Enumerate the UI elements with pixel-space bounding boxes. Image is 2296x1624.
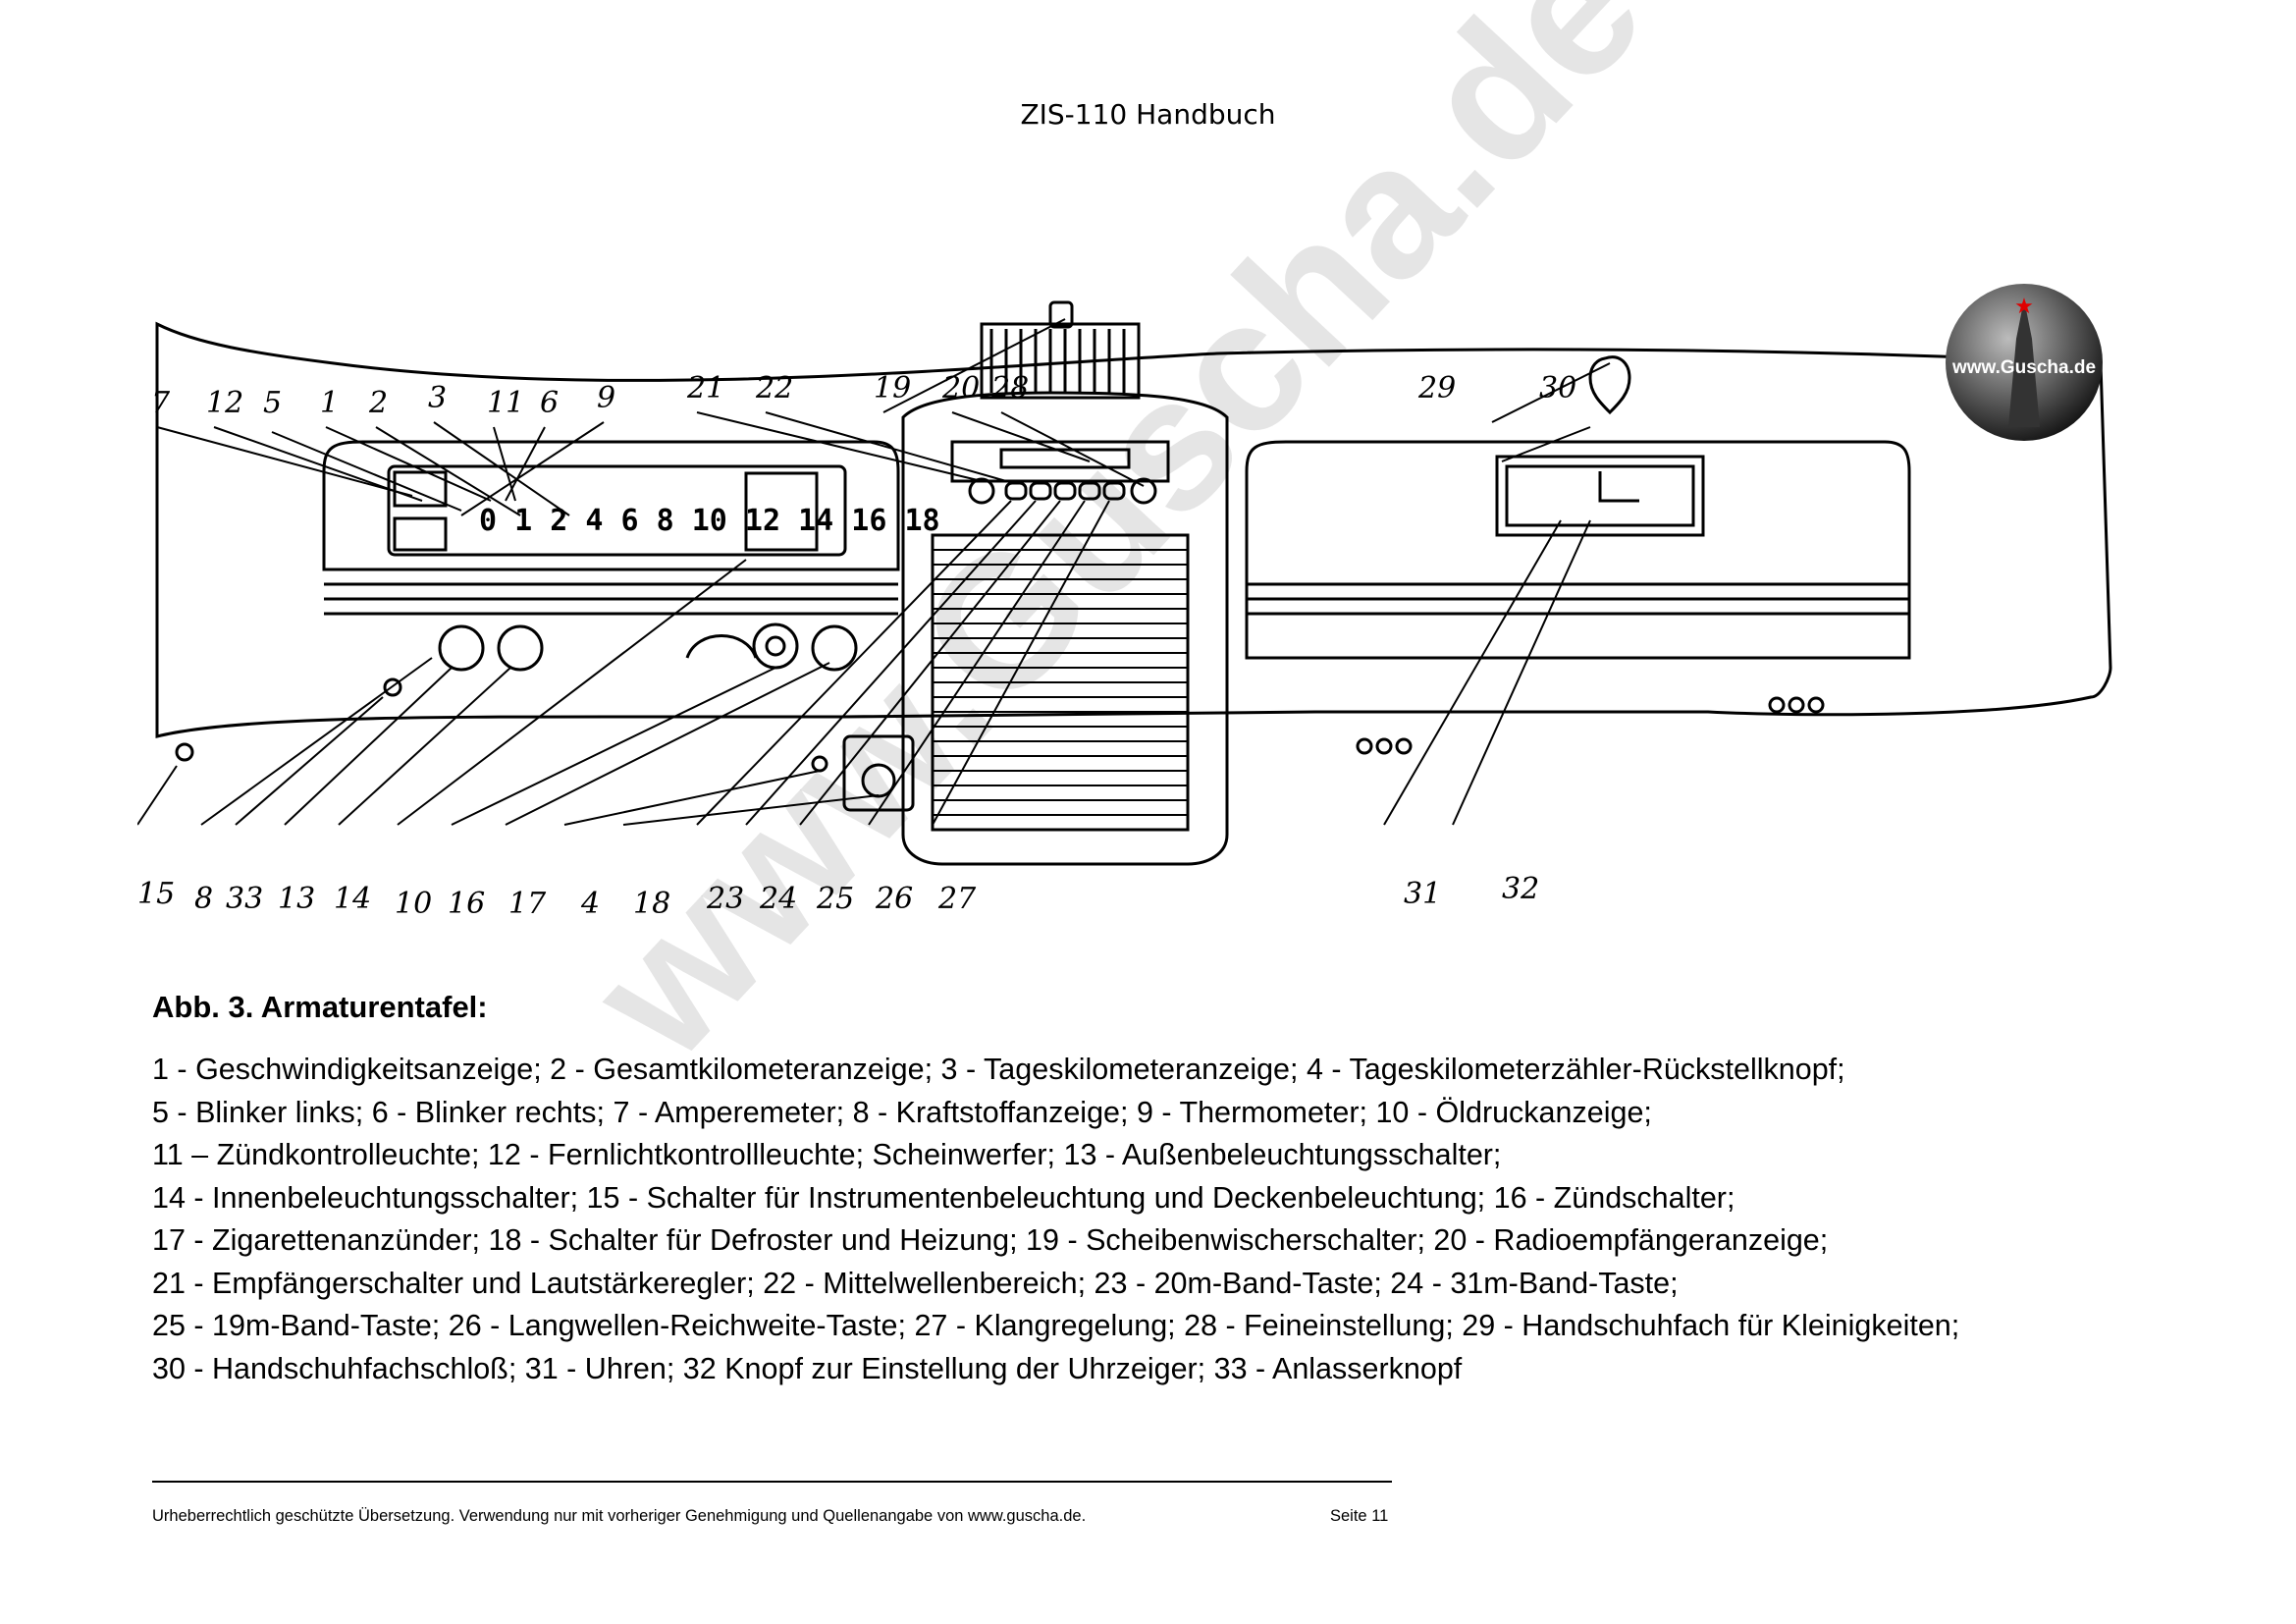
legend-line: 14 - Innenbeleuchtungsschalter; 15 - Sch… — [152, 1180, 1735, 1215]
legend-line: 30 - Handschuhfachschloß; 31 - Uhren; 32… — [152, 1351, 1463, 1385]
callout-top-10: 21 — [686, 371, 724, 406]
figure-caption: Abb. 3. Armaturentafel: — [152, 990, 488, 1024]
callout-bottom-10: 18 — [633, 887, 670, 921]
glove-lock — [1588, 355, 1631, 415]
callout-bottom-3: 33 — [226, 882, 263, 916]
callout-bottom-7: 16 — [448, 887, 485, 921]
svg-text:www.Guscha.de: www.Guscha.de — [1951, 357, 2096, 378]
page-header: ZIS-110 Handbuch — [1020, 98, 1276, 131]
callout-bottom-8: 17 — [508, 887, 547, 921]
radio-left-knob — [968, 477, 995, 505]
callout-top-15: 29 — [1417, 371, 1456, 406]
callout-top-9: 9 — [597, 381, 615, 415]
callout-bottom-14: 26 — [875, 882, 913, 916]
speedometer-scale: 0 1 2 4 6 8 10 12 14 16 18 — [479, 504, 940, 538]
callout-top-12: 19 — [874, 371, 911, 406]
callout-bottom-1: 15 — [137, 877, 175, 911]
callout-top-1: 7 — [151, 386, 171, 420]
callout-bottom-2: 8 — [194, 882, 213, 916]
svg-text:★: ★ — [2014, 295, 2034, 319]
callout-top-2: 12 — [206, 386, 243, 420]
callout-bottom-11: 23 — [706, 882, 744, 916]
callout-bottom-5: 14 — [334, 882, 371, 916]
legend-line: 21 - Empfängerschalter und Lautstärkereg… — [152, 1266, 1679, 1300]
callout-bottom-13: 25 — [816, 882, 854, 916]
callout-bottom-9: 4 — [580, 887, 600, 921]
legend: 1 - Geschwindigkeitsanzeige; 2 - Gesamtk… — [152, 1049, 2214, 1390]
callout-top-7: 11 — [487, 386, 524, 420]
dashboard-outline — [155, 321, 2112, 738]
callout-top-11: 22 — [755, 371, 793, 406]
callout-top-5: 2 — [368, 386, 388, 420]
callout-top-6: 3 — [428, 381, 447, 415]
instrument-panel — [387, 464, 847, 557]
footer-copyright: Urheberrechtlich geschützte Übersetzung.… — [152, 1507, 1087, 1525]
glove-box — [1245, 440, 1911, 660]
callout-bottom-12: 24 — [759, 882, 797, 916]
legend-line: 25 - 19m-Band-Taste; 26 - Langwellen-Rei… — [152, 1309, 1960, 1342]
left-cluster-housing — [322, 440, 900, 571]
legend-line: 11 – Zündkontrolleuchte; 12 - Fernlichtk… — [152, 1138, 1502, 1171]
callout-bottom-6: 10 — [395, 887, 432, 921]
callout-bottom-4: 13 — [278, 882, 315, 916]
callout-bottom-17: 32 — [1502, 872, 1539, 906]
footer-divider — [152, 1481, 1392, 1483]
radio-unit — [901, 391, 1229, 866]
legend-line: 5 - Blinker links; 6 - Blinker rechts; 7… — [152, 1095, 1652, 1129]
clock-frame — [1495, 455, 1705, 537]
legend-line: 17 - Zigarettenanzünder; 18 - Schalter f… — [152, 1223, 1829, 1257]
callout-top-8: 6 — [540, 386, 559, 420]
dashboard-drawing: 0 1 2 4 6 8 10 12 14 16 18 — [137, 300, 2112, 921]
radio-right-knob — [1130, 477, 1157, 505]
legend-line: 1 - Geschwindigkeitsanzeige; 2 - Gesamtk… — [152, 1053, 1845, 1086]
callout-top-3: 5 — [263, 386, 282, 420]
callout-bottom-15: 27 — [937, 882, 977, 916]
callout-top-13: 20 — [941, 371, 980, 406]
ignition — [752, 623, 799, 670]
callout-top-16: 30 — [1539, 371, 1576, 406]
wiper-top-grille — [980, 322, 1141, 400]
callout-top-4: 1 — [320, 386, 339, 420]
page-number: Seite 11 — [1330, 1507, 1389, 1525]
callout-top-14: 28 — [990, 371, 1029, 406]
callout-bottom-16: 31 — [1404, 877, 1441, 911]
guscha-logo: ★ www.Guscha.de — [1946, 284, 2103, 441]
